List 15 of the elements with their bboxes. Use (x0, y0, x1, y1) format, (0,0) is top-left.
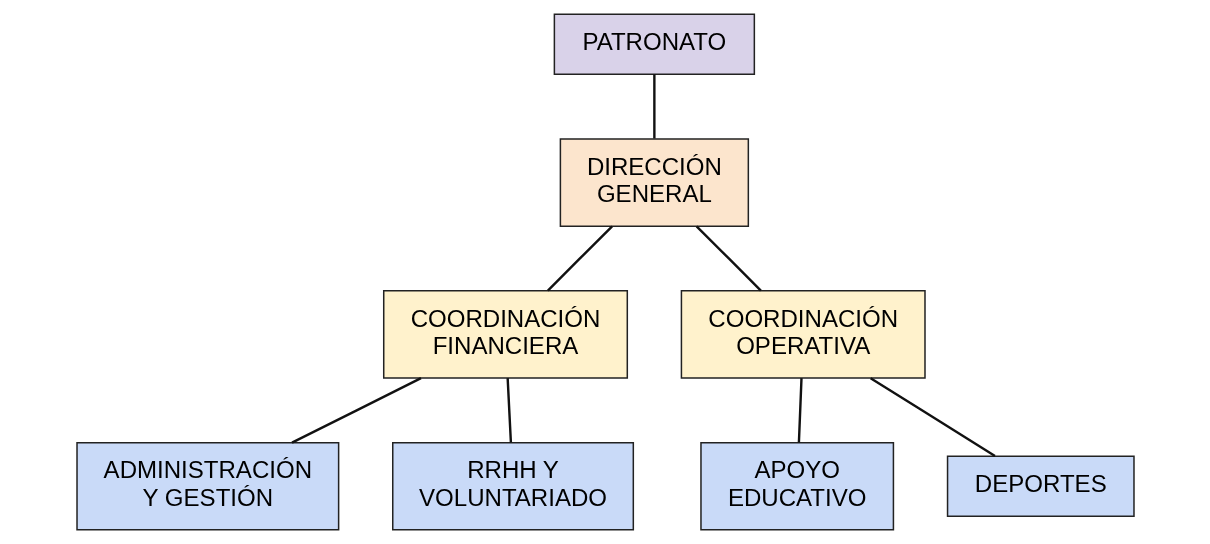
connector (652, 74, 656, 139)
node-box: DEPORTES (946, 455, 1135, 518)
connector (546, 225, 613, 292)
node-box: PATRONATO (553, 13, 755, 76)
connector (291, 377, 422, 444)
connector (505, 378, 512, 443)
connector (695, 225, 762, 292)
node-box: COORDINACIÓN FINANCIERA (382, 290, 628, 379)
node-box: RRHH Y VOLUNTARIADO (391, 441, 634, 531)
node-box: COORDINACIÓN OPERATIVA (680, 290, 926, 379)
node-box: DIRECCIÓN GENERAL (559, 138, 749, 227)
node-box: ADMINISTRACIÓN Y GESTIÓN (75, 441, 339, 531)
connector (869, 377, 996, 458)
node-box: APOYO EDUCATIVO (699, 441, 894, 531)
connector (797, 378, 803, 443)
